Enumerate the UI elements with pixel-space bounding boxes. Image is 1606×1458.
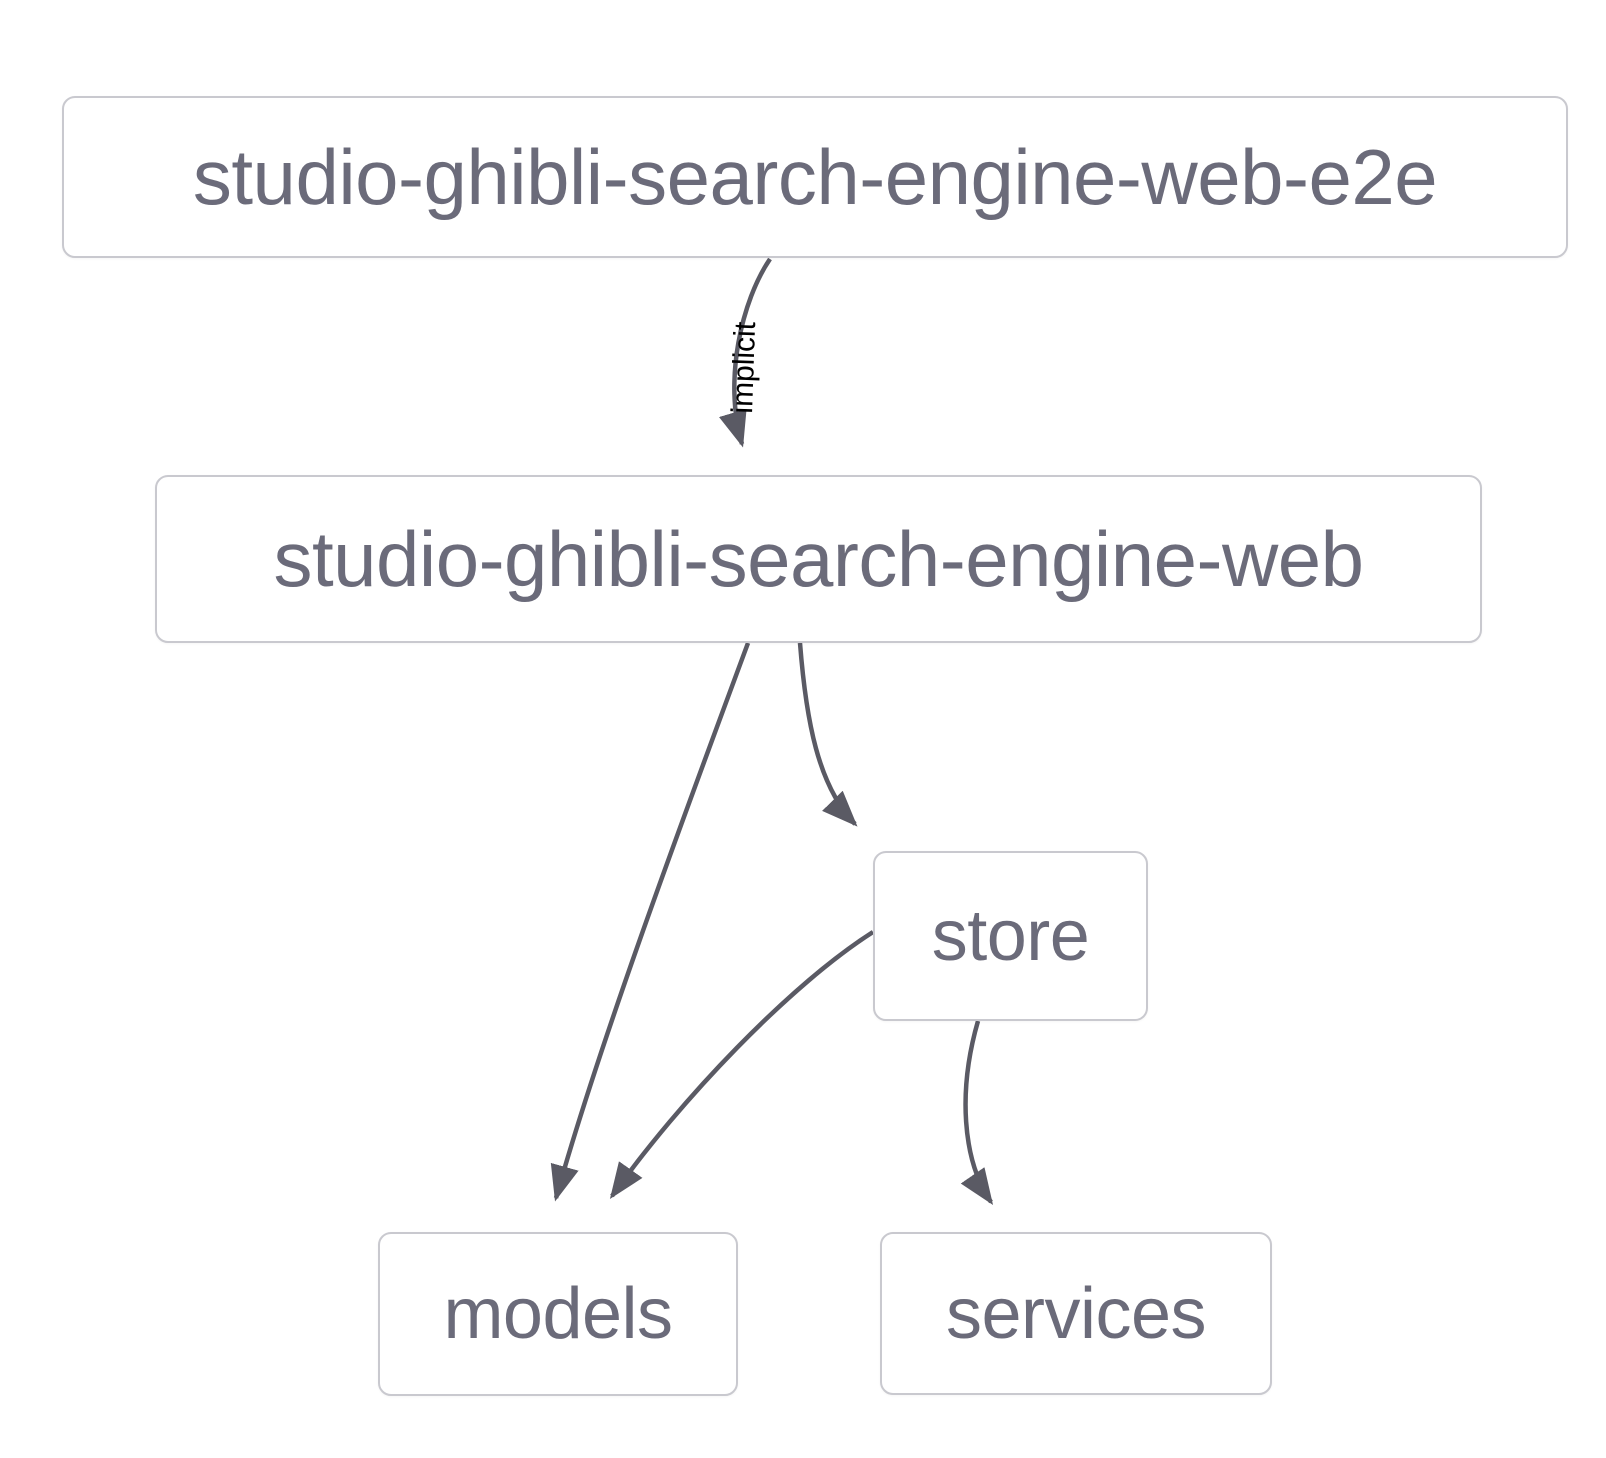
node-label: studio-ghibli-search-engine-web [273, 515, 1364, 603]
graph-node-studio-ghibli-search-engine-web[interactable]: studio-ghibli-search-engine-web [155, 475, 1482, 643]
node-label: store [931, 896, 1090, 976]
edge-store-to-services [960, 1020, 994, 1205]
node-label: models [443, 1274, 673, 1354]
edge-label-implicit: implicit [726, 321, 763, 415]
edge-e2e-to-web [718, 257, 772, 448]
edge-web-to-models [550, 642, 751, 1202]
node-label: services [945, 1273, 1207, 1354]
edge-store-to-models [609, 930, 875, 1199]
graph-node-models[interactable]: models [378, 1232, 738, 1396]
graph-node-services[interactable]: services [880, 1232, 1272, 1395]
graph-node-store[interactable]: store [873, 851, 1148, 1021]
node-label: studio-ghibli-search-engine-web-e2e [192, 133, 1438, 221]
graph-node-studio-ghibli-search-engine-web-e2e[interactable]: studio-ghibli-search-engine-web-e2e [62, 96, 1568, 258]
edge-web-to-store [797, 642, 858, 827]
